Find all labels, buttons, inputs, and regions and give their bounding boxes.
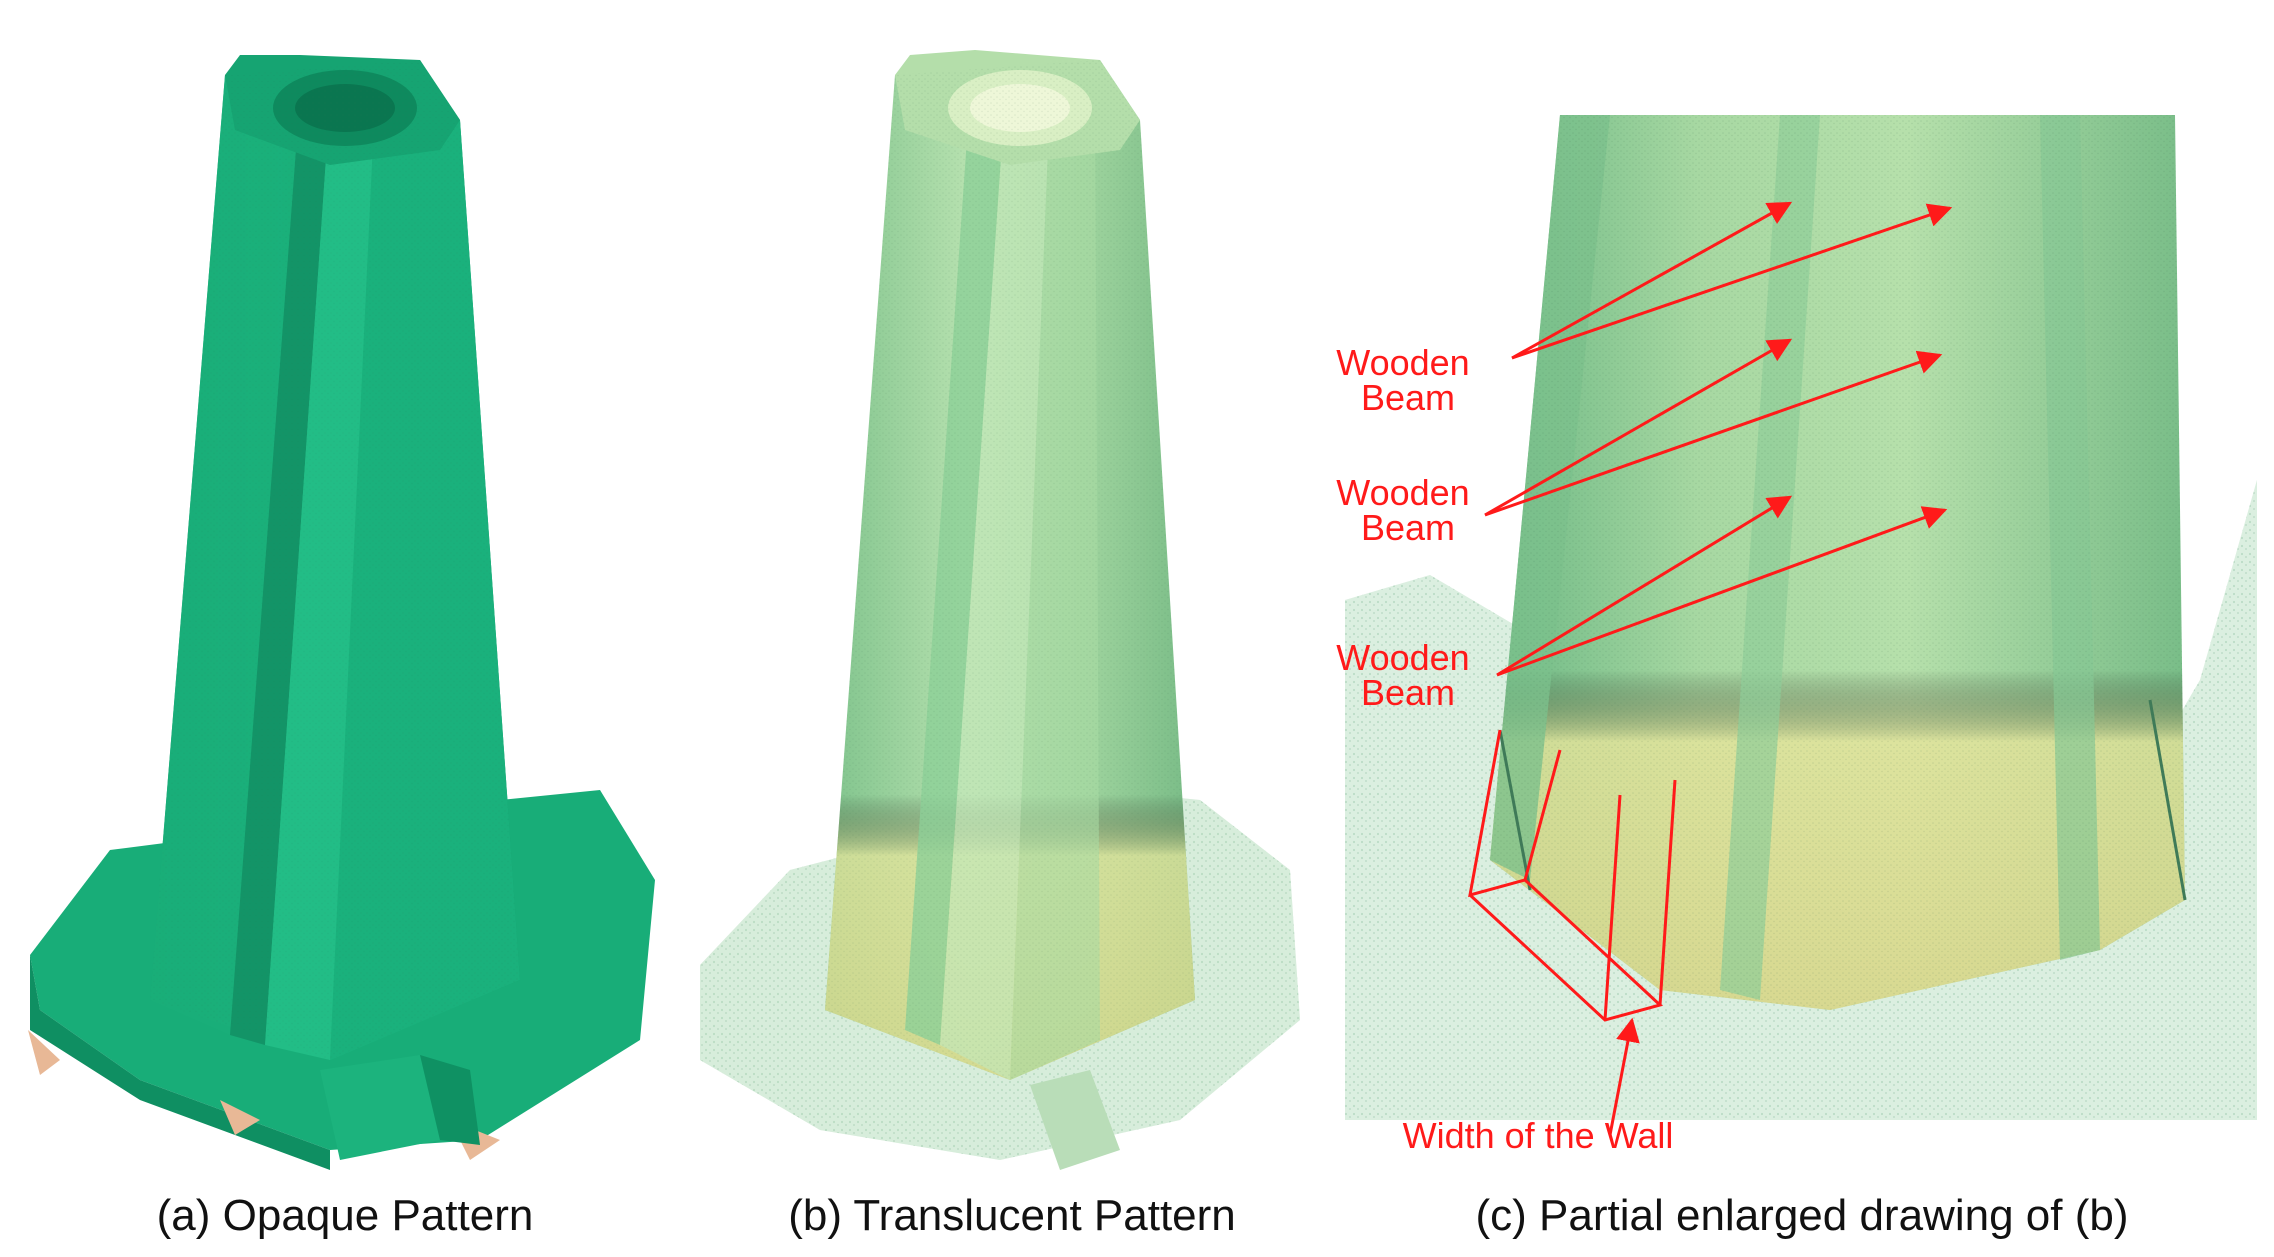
wooden-beam-label-2: Wooden Beam bbox=[1336, 472, 1479, 548]
wooden-beam-label-1: Wooden Beam bbox=[1336, 342, 1479, 418]
beam-arrow bbox=[1484, 338, 1793, 517]
annotation-labels: Wooden Beam Wooden Beam Wooden Beam Widt… bbox=[1336, 342, 1673, 1156]
wall-width-label: Width of the Wall bbox=[1403, 1115, 1674, 1156]
panel-b-image bbox=[700, 50, 1300, 1170]
beam-arrows bbox=[1484, 201, 1953, 677]
beam-arrow bbox=[1496, 495, 1793, 677]
panel-c-image bbox=[1345, 115, 2257, 1120]
wooden-beam-label-3: Wooden Beam bbox=[1336, 637, 1479, 713]
beam-arrow bbox=[1484, 350, 1943, 517]
caption-a: (a) Opaque Pattern bbox=[157, 1191, 534, 1240]
captions: (a) Opaque Pattern (b) Translucent Patte… bbox=[157, 1191, 2129, 1240]
panel-a-image bbox=[28, 55, 655, 1170]
caption-b: (b) Translucent Pattern bbox=[788, 1191, 1236, 1240]
wall-width-box bbox=[1468, 729, 1677, 1136]
beam-arrow bbox=[1496, 506, 1948, 677]
beam-arrow bbox=[1511, 203, 1953, 360]
caption-c: (c) Partial enlarged drawing of (b) bbox=[1476, 1191, 2129, 1240]
beam-arrow bbox=[1511, 201, 1793, 360]
wall-arrow bbox=[1608, 1017, 1640, 1136]
